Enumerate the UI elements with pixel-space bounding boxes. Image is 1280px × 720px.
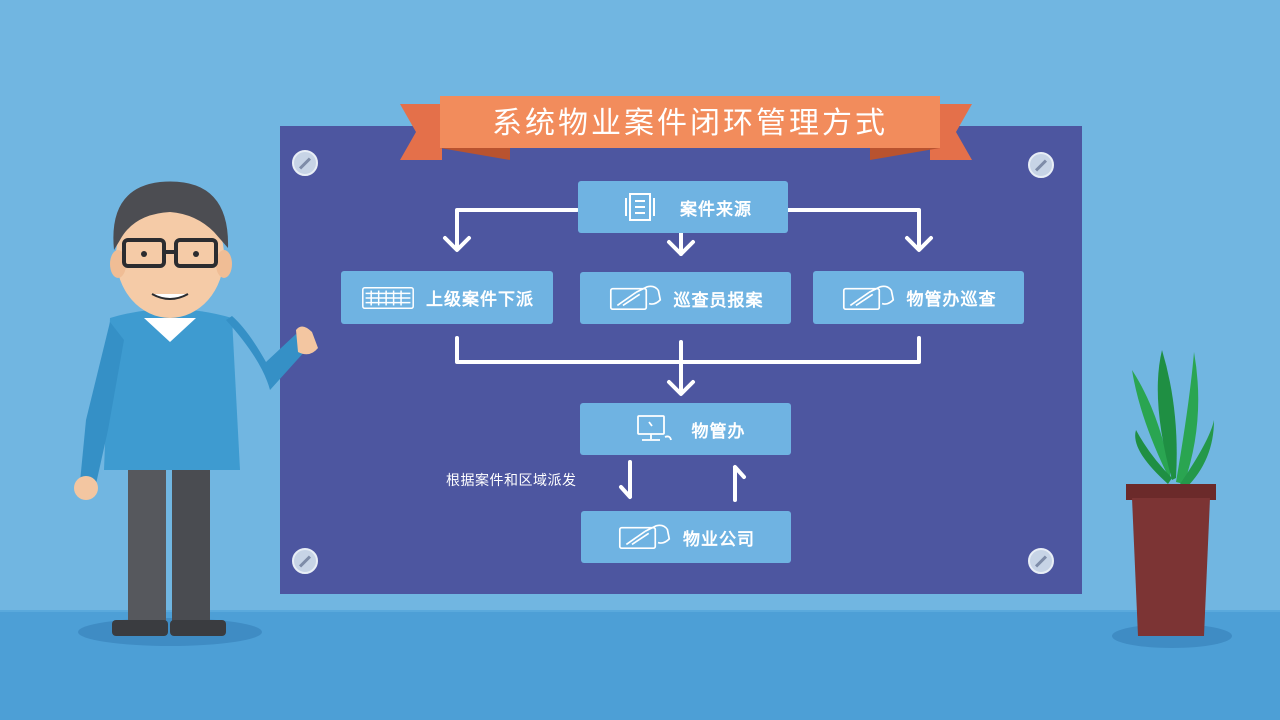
- document-icon: [614, 191, 670, 223]
- screw-icon: [1028, 548, 1054, 574]
- node-inspector-report: 巡查员报案: [580, 272, 791, 324]
- screw-icon: [1028, 152, 1054, 178]
- node-label: 巡查员报案: [673, 290, 764, 311]
- screw-icon: [292, 150, 318, 176]
- node-property-company: 物业公司: [581, 511, 791, 563]
- keyboard-icon: [360, 282, 416, 314]
- node-label: 案件来源: [680, 199, 752, 220]
- node-label: 上级案件下派: [426, 290, 534, 310]
- tablet-hand-icon: [617, 521, 673, 553]
- tablet-hand-icon: [608, 282, 664, 314]
- node-label: 物业公司: [683, 529, 755, 550]
- node-label: 物管办: [691, 421, 746, 442]
- computer-icon: [626, 413, 682, 445]
- node-property-office: 物管办: [580, 403, 791, 455]
- node-office-patrol: 物管办巡查: [813, 271, 1024, 324]
- page-title: 系统物业案件闭环管理方式: [492, 106, 888, 141]
- node-case-source: 案件来源: [578, 181, 788, 233]
- node-label: 物管办巡查: [906, 290, 997, 310]
- screw-icon: [292, 548, 318, 574]
- dispatch-label: 根据案件和区域派发: [446, 473, 577, 489]
- floor: [0, 612, 1280, 720]
- node-superior-dispatch: 上级案件下派: [341, 271, 553, 324]
- tablet-hand-icon: [841, 282, 897, 314]
